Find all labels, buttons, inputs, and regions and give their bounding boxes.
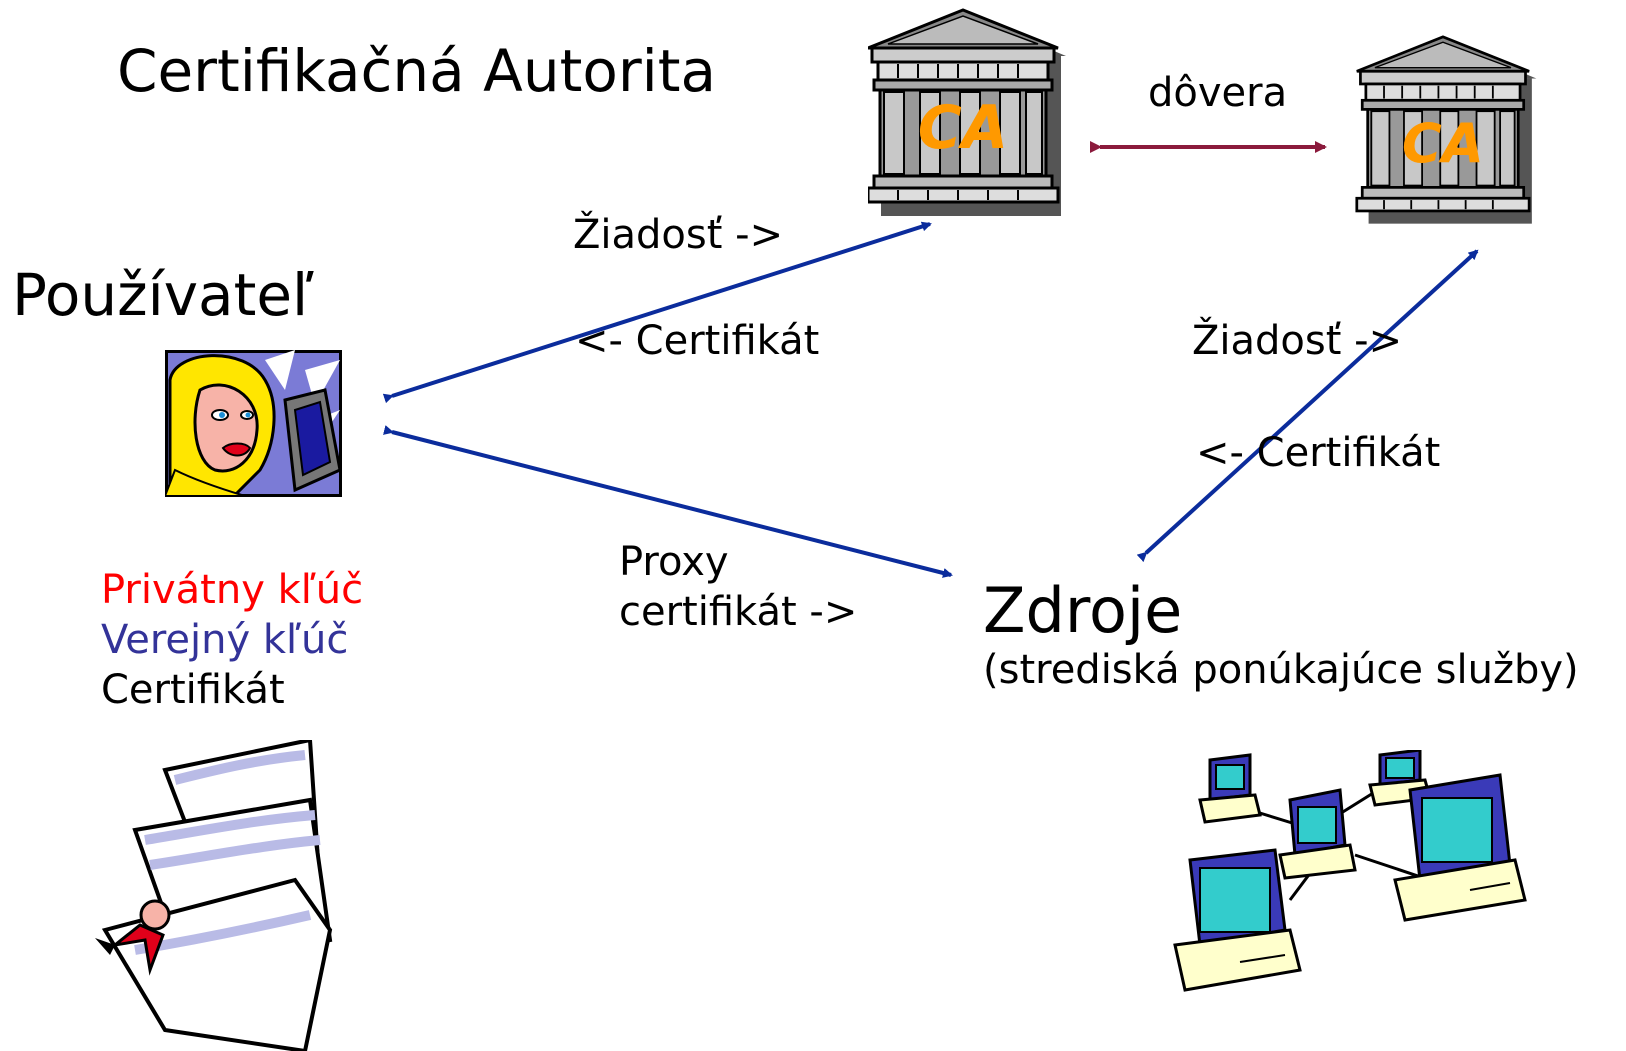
ca-building-left-icon: CA [868, 8, 1066, 216]
trust-label: dôvera [1148, 70, 1288, 116]
certificate-label: Certifikát [101, 667, 285, 713]
resources-sublabel: (strediská ponúkajúce služby) [983, 647, 1579, 693]
keys-list: Privátny kľúč Verejný kľúč Certifikát [101, 565, 363, 715]
network-computers-icon [1173, 750, 1527, 992]
certificate-label-left: <- Certifikát [575, 318, 820, 364]
proxy-label: Proxy certifikát -> [619, 537, 857, 637]
resources-ca-arrow [1136, 249, 1479, 563]
ca-right-text: CA [1402, 111, 1484, 175]
ca-left-text: CA [918, 93, 1008, 163]
resources-label: Zdroje [983, 574, 1183, 647]
request-label-left: Žiadosť -> [573, 212, 784, 258]
user-label: Používateľ [12, 261, 314, 329]
user-ca-arrow [382, 221, 932, 404]
private-key-label: Privátny kľúč [101, 567, 364, 613]
page-title: Certifikačná Autorita [117, 37, 717, 105]
proxy-label-line1: Proxy [619, 539, 729, 585]
certificate-document-icon [95, 740, 333, 1051]
request-label-right: Žiadosť -> [1192, 318, 1403, 364]
ca-building-right-icon: CA [1355, 35, 1537, 224]
user-portrait-icon [165, 350, 342, 497]
certificate-label-right: <- Certifikát [1196, 430, 1441, 476]
proxy-label-line2: certifikát -> [619, 589, 858, 635]
public-key-label: Verejný kľúč [101, 617, 349, 663]
user-resources-arrow [383, 425, 953, 578]
